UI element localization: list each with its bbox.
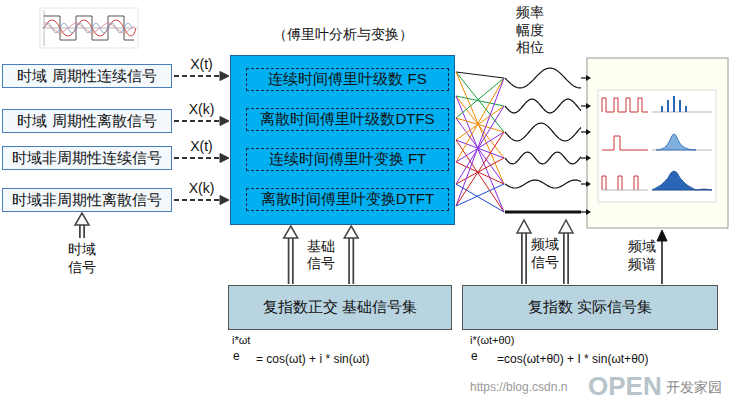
up-arrow bbox=[559, 220, 573, 284]
wave-tail bbox=[581, 105, 586, 106]
wave-tail bbox=[581, 77, 586, 78]
up-arrow bbox=[75, 213, 89, 238]
box-label: 离散时间傅里叶级数DTFS bbox=[260, 110, 434, 129]
up-arrow bbox=[517, 220, 531, 284]
edge-label: X(k) bbox=[187, 101, 217, 119]
formula-base: e bbox=[471, 349, 478, 364]
transform-box: 连续时间傅里叶变换 FT bbox=[246, 148, 449, 171]
fan-line bbox=[456, 106, 504, 184]
signal-box: 时域 周期性离散信号 bbox=[2, 109, 172, 133]
watermark-logo: OPEN bbox=[588, 370, 662, 403]
signal-note: 频域 频谱 bbox=[626, 238, 658, 273]
edge-label: X(k) bbox=[187, 180, 217, 198]
wave bbox=[505, 68, 581, 88]
signal-set-box: 复指数 实际信号集 bbox=[462, 285, 718, 330]
box-label: 时域 周期性离散信号 bbox=[17, 112, 156, 131]
wave-tail bbox=[581, 131, 586, 132]
arrow-head bbox=[586, 129, 591, 135]
connector-line bbox=[174, 120, 221, 122]
transform-box: 离散时间傅里叶级数DTFS bbox=[246, 108, 449, 131]
connector-line bbox=[350, 237, 353, 284]
wave bbox=[505, 180, 581, 188]
arrow-head bbox=[344, 226, 358, 238]
fan-line bbox=[456, 78, 504, 162]
edge-label: X(t) bbox=[188, 56, 215, 74]
fan-line bbox=[456, 72, 504, 184]
box-label: 复指数 实际信号集 bbox=[528, 298, 652, 317]
arrow-head bbox=[220, 72, 229, 81]
watermark: https://blog.csdn.n bbox=[470, 380, 567, 395]
wave bbox=[505, 211, 581, 214]
fan-line bbox=[456, 78, 504, 206]
signal-note: 时域 信号 bbox=[66, 241, 98, 276]
arrow-head bbox=[586, 75, 591, 81]
connector-line bbox=[174, 157, 221, 159]
box-label: 时域非周期性离散信号 bbox=[12, 191, 162, 210]
box-label: 时域非周期性连续信号 bbox=[12, 149, 162, 168]
wave-tail bbox=[581, 211, 586, 212]
connector-line bbox=[288, 237, 294, 284]
connector bbox=[284, 226, 298, 284]
wave-tail bbox=[581, 183, 586, 184]
waveform-thumbnail bbox=[40, 8, 138, 48]
spectrum-panel bbox=[587, 58, 728, 228]
signal-box: 时域 周期性连续信号 bbox=[2, 64, 172, 88]
signal-note: 频域 信号 bbox=[529, 236, 561, 271]
box-label: 复指数正交 基础信号集 bbox=[263, 298, 417, 317]
fan-line bbox=[456, 158, 504, 184]
transform-box: 连续时间傅里叶级数 FS bbox=[246, 68, 449, 91]
watermark-logo: 开发家园 bbox=[666, 379, 722, 397]
connector-line bbox=[348, 237, 354, 284]
wave bbox=[505, 123, 581, 141]
wave bbox=[505, 152, 581, 164]
fan-line bbox=[456, 72, 504, 78]
transform-panel: （傅里叶分析与变换）连续时间傅里叶级数 FS离散时间傅里叶级数DTFS连续时间傅… bbox=[230, 55, 455, 225]
signal-box: 时域非周期性连续信号 bbox=[2, 146, 172, 170]
edge-label: X(t) bbox=[188, 138, 215, 156]
box-label: 连续时间傅里叶变换 FT bbox=[269, 150, 427, 169]
formula: = cos(ωt) + i * sin(ωt) bbox=[256, 352, 369, 367]
fan-line bbox=[456, 184, 504, 206]
formula-base: e bbox=[233, 349, 240, 364]
edge-label: 基础 信号 bbox=[304, 238, 338, 273]
panel-heading: （傅里叶分析与变换） bbox=[231, 26, 454, 44]
box-label: 连续时间傅里叶级数 FS bbox=[268, 70, 426, 89]
arrow-head bbox=[284, 226, 298, 238]
connector bbox=[344, 226, 358, 284]
formula: =cos(ωt+θ0) + I * sin(ωt+θ0) bbox=[497, 352, 648, 367]
fan-line bbox=[456, 106, 504, 140]
arrow-head bbox=[220, 196, 229, 205]
transform-box: 离散时间傅里叶变换DTFT bbox=[246, 188, 449, 211]
arrow-head bbox=[220, 154, 229, 163]
formula-exponent: i*(ωt+θ0) bbox=[470, 334, 514, 348]
signal-box: 时域非周期性离散信号 bbox=[2, 188, 172, 212]
fan-line bbox=[456, 96, 504, 212]
arrow-head bbox=[586, 103, 591, 109]
box-label: 离散时间傅里叶变换DTFT bbox=[261, 190, 434, 209]
fan-line bbox=[456, 140, 504, 212]
axis-note: 频率 幅度 相位 bbox=[512, 4, 548, 57]
connector-line bbox=[174, 199, 221, 201]
arrow-head bbox=[586, 155, 591, 161]
arrow-head bbox=[586, 209, 591, 215]
box-label: 时域 周期性连续信号 bbox=[17, 67, 156, 86]
connector-line bbox=[289, 237, 292, 284]
formula-exponent: i*ωt bbox=[232, 334, 250, 348]
fan-line bbox=[456, 132, 504, 206]
fan-line bbox=[456, 132, 504, 162]
up-arrow bbox=[657, 230, 667, 284]
arrow-head bbox=[586, 181, 591, 187]
signal-set-box: 复指数正交 基础信号集 bbox=[228, 285, 452, 330]
wave-tail bbox=[581, 157, 586, 158]
arrow-head bbox=[220, 117, 229, 126]
wave bbox=[505, 99, 581, 113]
connector-line bbox=[174, 75, 221, 77]
frequency-fan bbox=[456, 68, 591, 215]
